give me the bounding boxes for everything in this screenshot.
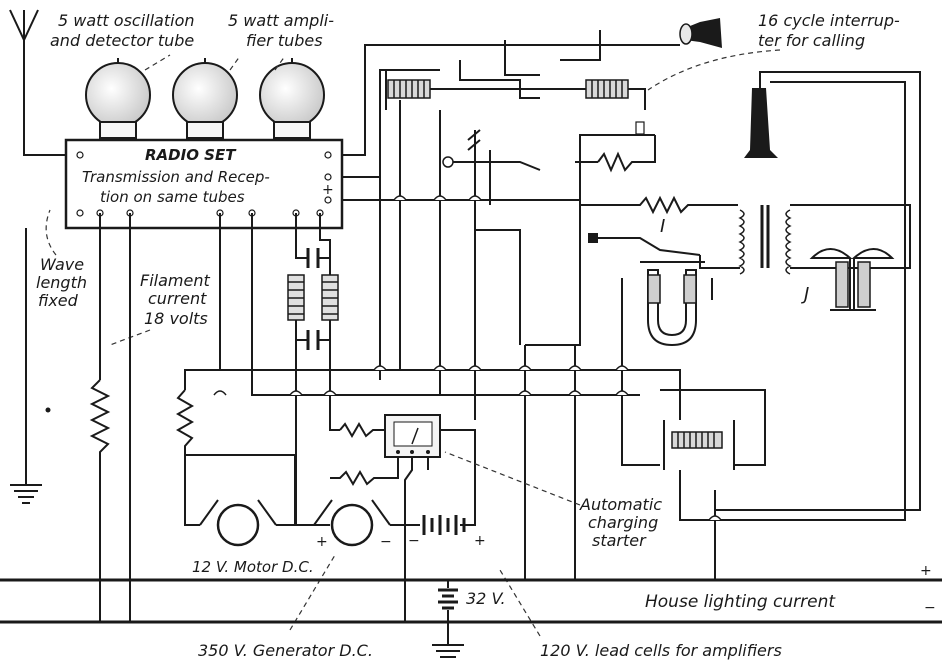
coil-i: I	[580, 195, 738, 237]
house-lighting-label: House lighting current	[645, 592, 836, 612]
filament-label: Filament current 18 volts	[140, 271, 215, 328]
battery-120v	[390, 515, 475, 535]
radio-set-box: RADIO SET Transmission and Recep- tion o…	[64, 138, 344, 230]
amp-tubes-label: 5 watt ampli- fier tubes	[228, 11, 339, 50]
motor-12v	[184, 455, 296, 547]
lead-cells-label: 120 V. lead cells for amplifiers	[540, 641, 782, 660]
motor-label: 12 V. Motor D.C.	[192, 558, 314, 576]
automatic-charging-starter	[660, 81, 906, 521]
send-key	[442, 129, 541, 205]
transformer	[699, 204, 911, 275]
wavelength-label: Wave length fixed	[36, 255, 92, 310]
relay-coil-top-right	[585, 79, 646, 110]
osc-tube-label: 5 watt oscillation and detector tube	[50, 11, 200, 50]
vacuum-tube-amplifier-1	[172, 58, 238, 139]
generator-label: 350 V. Generator D.C.	[198, 641, 373, 660]
filter-section	[287, 213, 340, 526]
radio-set-description: Transmission and Recep- tion on same tub…	[82, 168, 275, 206]
bus-plus: +	[920, 563, 932, 579]
bus-minus: −	[924, 600, 936, 616]
generator-plus: +	[316, 534, 328, 550]
auto-starter-label: Automatic charging starter	[579, 495, 667, 550]
battery-plus: +	[474, 533, 486, 549]
interrupter-label: 16 cycle interrup- ter for calling	[758, 11, 905, 50]
antenna	[9, 9, 68, 156]
telephone-handset	[714, 71, 921, 511]
generator-350v	[313, 499, 391, 547]
coil-j-label: J	[801, 284, 809, 305]
charging-meter	[384, 414, 441, 458]
vacuum-tube-amplifier-2	[259, 58, 325, 139]
vacuum-tube-oscillator	[85, 58, 151, 139]
relay-coil-top-left	[385, 70, 431, 110]
battery-32v	[432, 580, 464, 658]
battery-minus: −	[408, 533, 420, 549]
bell-j: J	[801, 248, 895, 311]
horn-speaker	[679, 18, 722, 48]
house-lighting-bus	[0, 578, 942, 624]
charging-relay-magnet	[588, 233, 713, 466]
coil-i-label: I	[660, 216, 665, 237]
radio-plus-sign: +	[322, 182, 334, 198]
ground-left	[10, 228, 42, 504]
battery-32v-label: 32 V.	[466, 589, 506, 608]
generator-minus: −	[380, 534, 392, 550]
radio-set-title: RADIO SET	[145, 146, 237, 164]
